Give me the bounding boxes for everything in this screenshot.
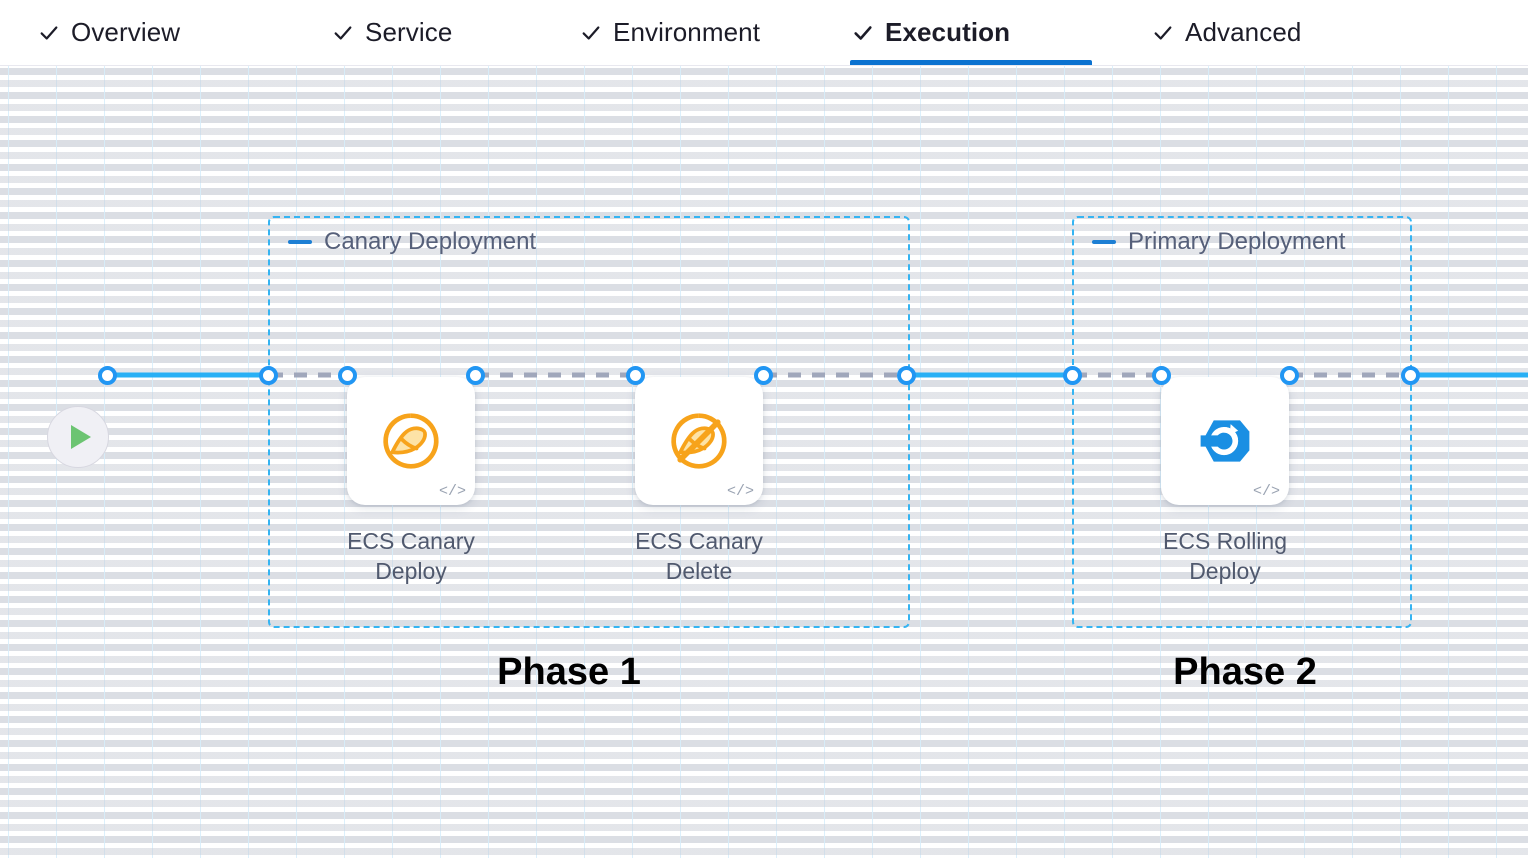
check-icon: [40, 25, 58, 40]
group-header[interactable]: Canary Deployment: [288, 228, 536, 256]
step-node-ecs-canary-deploy[interactable]: </>: [347, 377, 475, 505]
canary-bird-delete-icon: [671, 413, 727, 469]
port-group-canary-out[interactable]: [897, 366, 916, 385]
tab-label: Advanced: [1185, 17, 1302, 47]
port-group-primary-out[interactable]: [1401, 366, 1420, 385]
port-rolling-deploy-out[interactable]: [1280, 366, 1299, 385]
tab-active-underline: [850, 60, 1092, 65]
group-title: Primary Deployment: [1128, 228, 1346, 255]
port-group-primary-in[interactable]: [1063, 366, 1082, 385]
pipeline-canvas[interactable]: Canary Deployment Primary Deployment </>…: [0, 66, 1528, 858]
code-badge[interactable]: </>: [438, 483, 466, 500]
tab-label: Execution: [885, 17, 1011, 47]
port-group-canary-in[interactable]: [259, 366, 278, 385]
tab-environment[interactable]: Environment: [578, 0, 810, 65]
tab-overview[interactable]: Overview: [36, 0, 226, 65]
port-canary-deploy-out[interactable]: [466, 366, 485, 385]
port-canary-deploy-in[interactable]: [338, 366, 357, 385]
step-node-ecs-rolling-deploy[interactable]: </>: [1161, 377, 1289, 505]
step-group-primary-deployment[interactable]: Primary Deployment: [1072, 216, 1412, 628]
minus-icon[interactable]: [1092, 240, 1116, 244]
tab-service[interactable]: Service: [330, 0, 492, 65]
tab-label: Service: [365, 17, 453, 47]
minus-icon[interactable]: [288, 240, 312, 244]
code-badge[interactable]: </>: [726, 483, 754, 500]
group-title: Canary Deployment: [324, 228, 537, 255]
port-canary-delete-out[interactable]: [754, 366, 773, 385]
wizard-tab-bar: Overview Service Environment Execution A…: [0, 0, 1528, 66]
check-icon: [582, 25, 600, 40]
play-icon: [71, 425, 91, 449]
step-group-canary-deployment[interactable]: Canary Deployment: [268, 216, 910, 628]
tab-execution[interactable]: Execution: [850, 0, 1092, 65]
check-icon: [1154, 25, 1172, 40]
canary-bird-icon: [383, 413, 439, 469]
group-header[interactable]: Primary Deployment: [1092, 228, 1345, 256]
tab-label: Overview: [71, 17, 181, 47]
check-icon: [334, 25, 352, 40]
tab-advanced[interactable]: Advanced: [1150, 0, 1350, 65]
port-start-out[interactable]: [98, 366, 117, 385]
port-rolling-deploy-in[interactable]: [1152, 366, 1171, 385]
code-badge[interactable]: </>: [1252, 483, 1280, 500]
port-canary-delete-in[interactable]: [626, 366, 645, 385]
ecs-rolling-deploy-icon: [1200, 420, 1250, 462]
step-node-ecs-canary-delete[interactable]: </>: [635, 377, 763, 505]
check-icon: [854, 25, 872, 40]
connector-layer: [105, 372, 1528, 378]
tab-label: Environment: [613, 17, 761, 47]
pipeline-start-node[interactable]: [47, 406, 109, 468]
